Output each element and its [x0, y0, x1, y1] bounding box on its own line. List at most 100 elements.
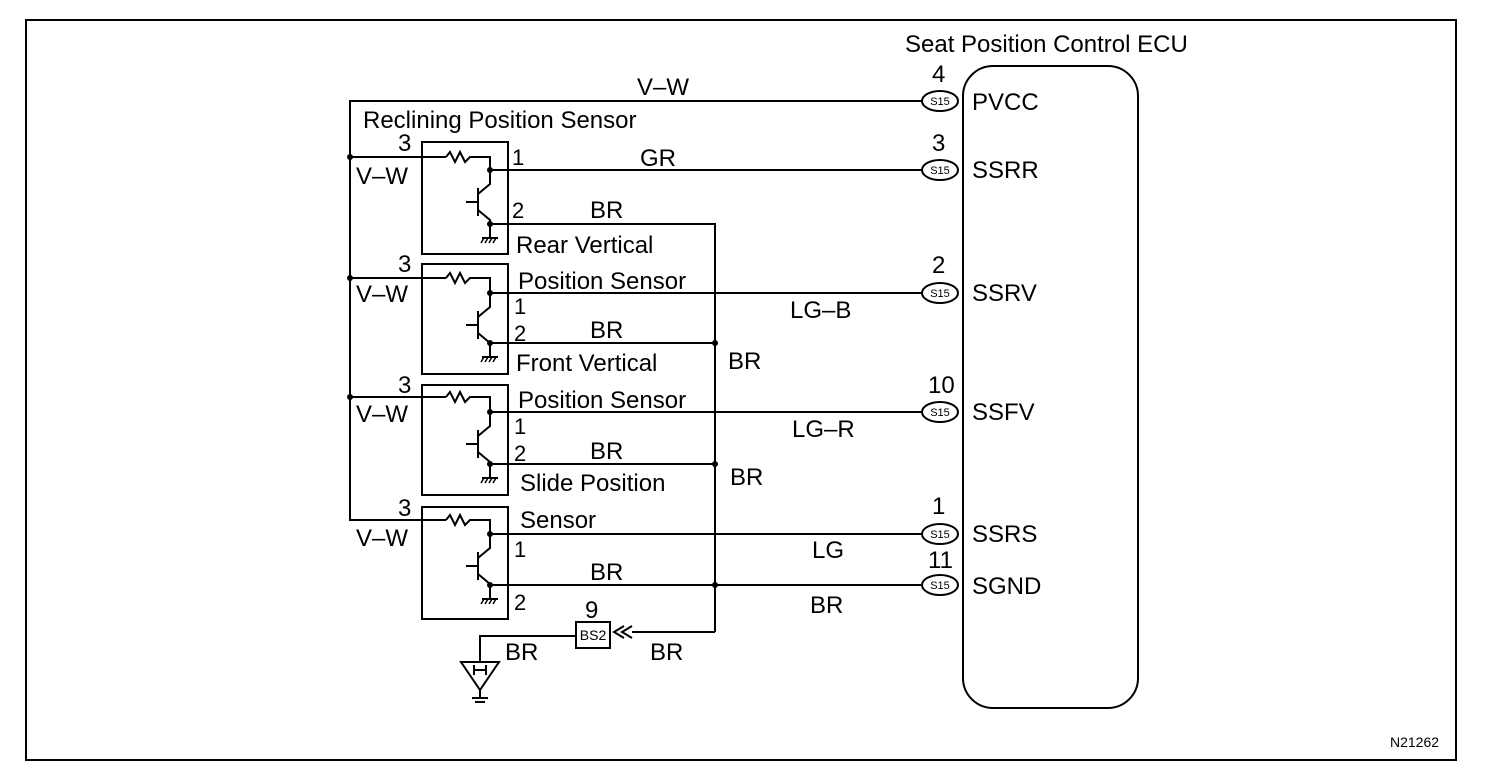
connector-label: S15 [930, 580, 950, 592]
ecu-pin-sgnd: 11 S15 SGND [921, 547, 1041, 600]
ground-hatch [484, 356, 489, 363]
resistor-icon [445, 270, 491, 293]
wire-color: BR [590, 559, 623, 586]
connector-label: S15 [930, 407, 950, 419]
connector-label: S15 [930, 288, 950, 300]
junction-dot [712, 340, 718, 346]
pin-name: PVCC [972, 89, 1039, 116]
diagram-frame [25, 19, 1457, 761]
wire-color: V–W [356, 525, 408, 552]
transistor-collector [477, 170, 491, 195]
junction-dot [712, 461, 718, 467]
sensor-internals [420, 149, 498, 605]
sensor-label: Rear Vertical [516, 232, 653, 259]
pin-number: 3 [398, 130, 411, 157]
pin-number: 1 [512, 145, 524, 170]
wire-color: BR [730, 464, 763, 491]
wire-color: BR [590, 438, 623, 465]
junction-dot [712, 582, 718, 588]
resistor-icon [445, 512, 491, 534]
ground-hatch [484, 237, 489, 244]
ecu-title: Seat Position Control ECU [905, 31, 1188, 58]
ground-hatch [488, 477, 493, 484]
ecu-pin-ssrs: 1 S15 SSRS [921, 493, 1037, 548]
ground-hatch [488, 356, 493, 363]
sensor-front-vertical: Front Vertical Position Sensor 3 V–W 1 2 [356, 350, 686, 496]
ground-hatch [492, 598, 497, 605]
pin-number: 1 [514, 294, 526, 319]
sensor-box [421, 141, 509, 255]
sensor-label: Sensor [520, 507, 596, 534]
pin-number: 9 [585, 597, 598, 624]
pin-number: 4 [932, 61, 945, 88]
ecu-pin-ssrv: 2 S15 SSRV [921, 252, 1037, 307]
pin-number: 3 [932, 130, 945, 157]
ground-hatch [488, 598, 493, 605]
pvcc-wire: V–W [349, 74, 922, 521]
pin-number: 2 [514, 441, 526, 466]
sensor-box [421, 384, 509, 496]
ground-hatch [484, 598, 489, 605]
pin-name: SGND [972, 573, 1041, 600]
ground-hatch [484, 477, 489, 484]
pin-number: 2 [512, 198, 524, 223]
sensor-rear-vertical: Rear Vertical Position Sensor 3 V–W 1 2 [356, 232, 686, 375]
ecu-pin-pvcc: 4 S15 PVCC [921, 61, 1039, 116]
pin-number: 1 [514, 414, 526, 439]
ground-hatch [480, 477, 485, 484]
wire-color: BR [590, 197, 623, 224]
ecu-pin-ssfv: 10 S15 SSFV [921, 372, 1035, 426]
ground-wire-rear-vertical: BR [490, 317, 715, 344]
pin-number: 3 [398, 251, 411, 278]
sensor-label: Reclining Position Sensor [363, 107, 636, 134]
wire-color: BR [590, 317, 623, 344]
connector-label: S15 [930, 529, 950, 541]
signal-wire-lg: LG [490, 533, 922, 564]
junction-dot [347, 154, 353, 160]
junction-dot [347, 394, 353, 400]
pin-number: 3 [398, 372, 411, 399]
connector-label: S15 [930, 96, 950, 108]
wire-color: V–W [356, 281, 408, 308]
wire-color: LG–B [790, 297, 851, 324]
pin-number: 3 [398, 495, 411, 522]
sensor-reclining: Reclining Position Sensor 3 V–W 1 2 [356, 107, 636, 255]
wire-color: BR [810, 592, 843, 619]
pin-number: 2 [514, 590, 526, 615]
signal-wire-lg-r: LG–R [490, 411, 922, 443]
sensor-label: Front Vertical [516, 350, 657, 377]
wire-color: LG [812, 537, 844, 564]
sensor-label: Slide Position [520, 470, 665, 497]
transistor-collector [477, 534, 491, 559]
pin-name: SSRS [972, 521, 1037, 548]
connector-label: S15 [930, 165, 950, 177]
sensor-box [421, 263, 509, 375]
pin-number: 1 [932, 493, 945, 520]
sensor-label: Position Sensor [518, 387, 686, 414]
pin-number: 1 [514, 537, 526, 562]
wire-color: V–W [637, 74, 689, 101]
ground-hatch [480, 237, 485, 244]
ground-hatch [492, 237, 497, 244]
pin-name: SSRR [972, 157, 1039, 184]
transistor-collector [477, 412, 491, 437]
pin-number: 10 [928, 372, 955, 399]
junction-dot [347, 275, 353, 281]
pin-name: SSRV [972, 280, 1037, 307]
resistor-icon [445, 149, 491, 170]
wire-color: BR [728, 348, 761, 375]
figure-id: N21262 [1390, 734, 1439, 750]
pin-number: 2 [514, 321, 526, 346]
wire-color: V–W [356, 163, 408, 190]
pin-number: 11 [928, 547, 953, 574]
wire-color: LG–R [792, 416, 855, 443]
splice-bs2: BS2 9 BR BR [479, 597, 715, 666]
ground-wire-reclining: BR [490, 197, 716, 632]
ground-icon [459, 661, 501, 703]
resistor-icon [445, 389, 491, 412]
ecu-pin-ssrr: 3 S15 SSRR [921, 130, 1039, 184]
wire-color: GR [640, 145, 676, 172]
wire-color: BR [505, 639, 538, 666]
sensor-box [421, 506, 509, 620]
